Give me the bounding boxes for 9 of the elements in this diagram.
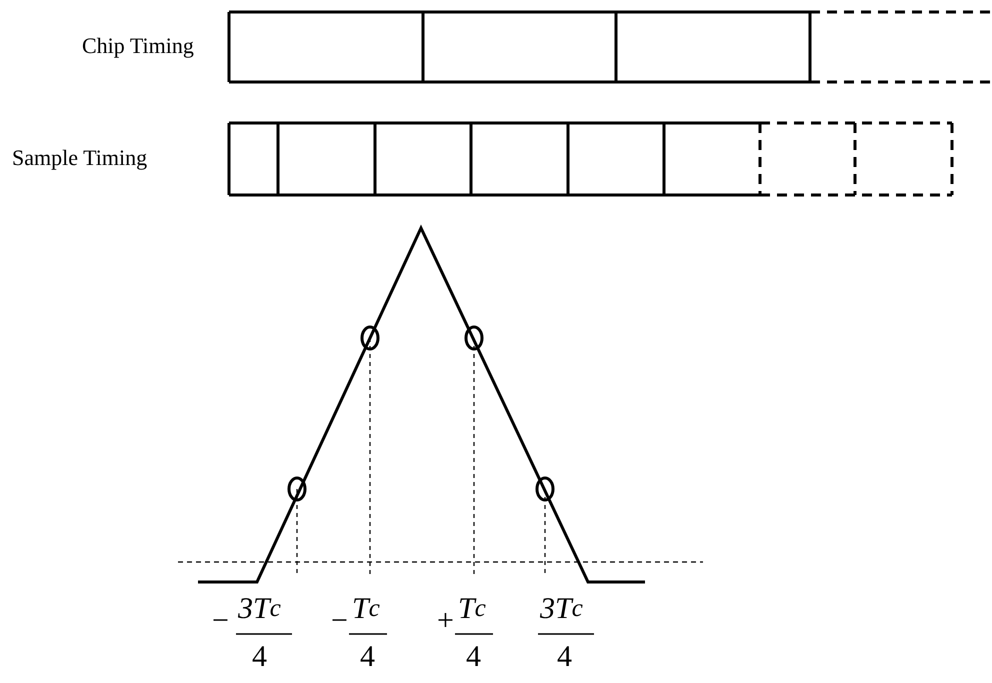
timing-label: Sample Timing [12, 145, 148, 171]
sign-label: + [437, 604, 454, 638]
sign-label: − [331, 604, 348, 638]
sign-label: − [212, 604, 229, 638]
timing-label: Chip Timing [82, 33, 194, 59]
denominator-label: 4 [252, 640, 267, 674]
denominator-label: 4 [466, 640, 481, 674]
denominator-label: 4 [557, 640, 572, 674]
denominator-label: 4 [360, 640, 375, 674]
